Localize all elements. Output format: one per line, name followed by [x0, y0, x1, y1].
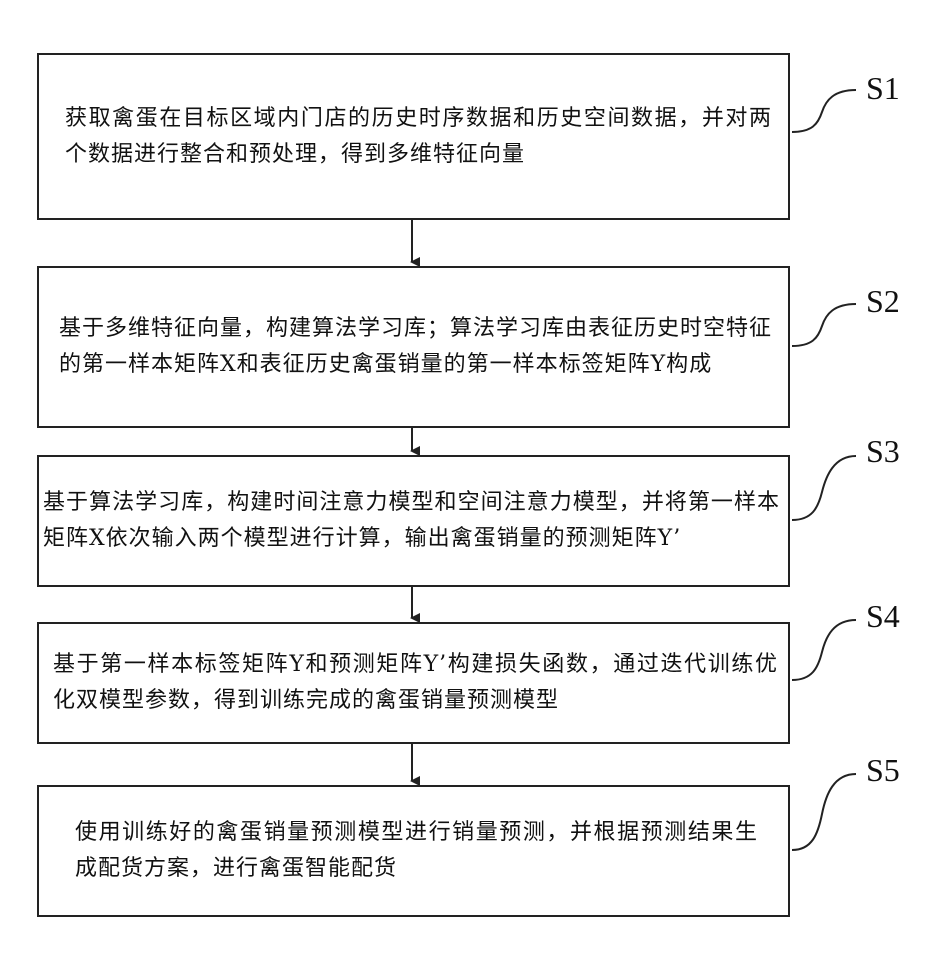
leader-line-s3	[792, 456, 856, 520]
leader-line-s2	[792, 304, 856, 346]
leader-line-s5	[792, 774, 856, 850]
leader-line-s4	[792, 620, 856, 680]
leader-line-s1	[792, 90, 856, 132]
